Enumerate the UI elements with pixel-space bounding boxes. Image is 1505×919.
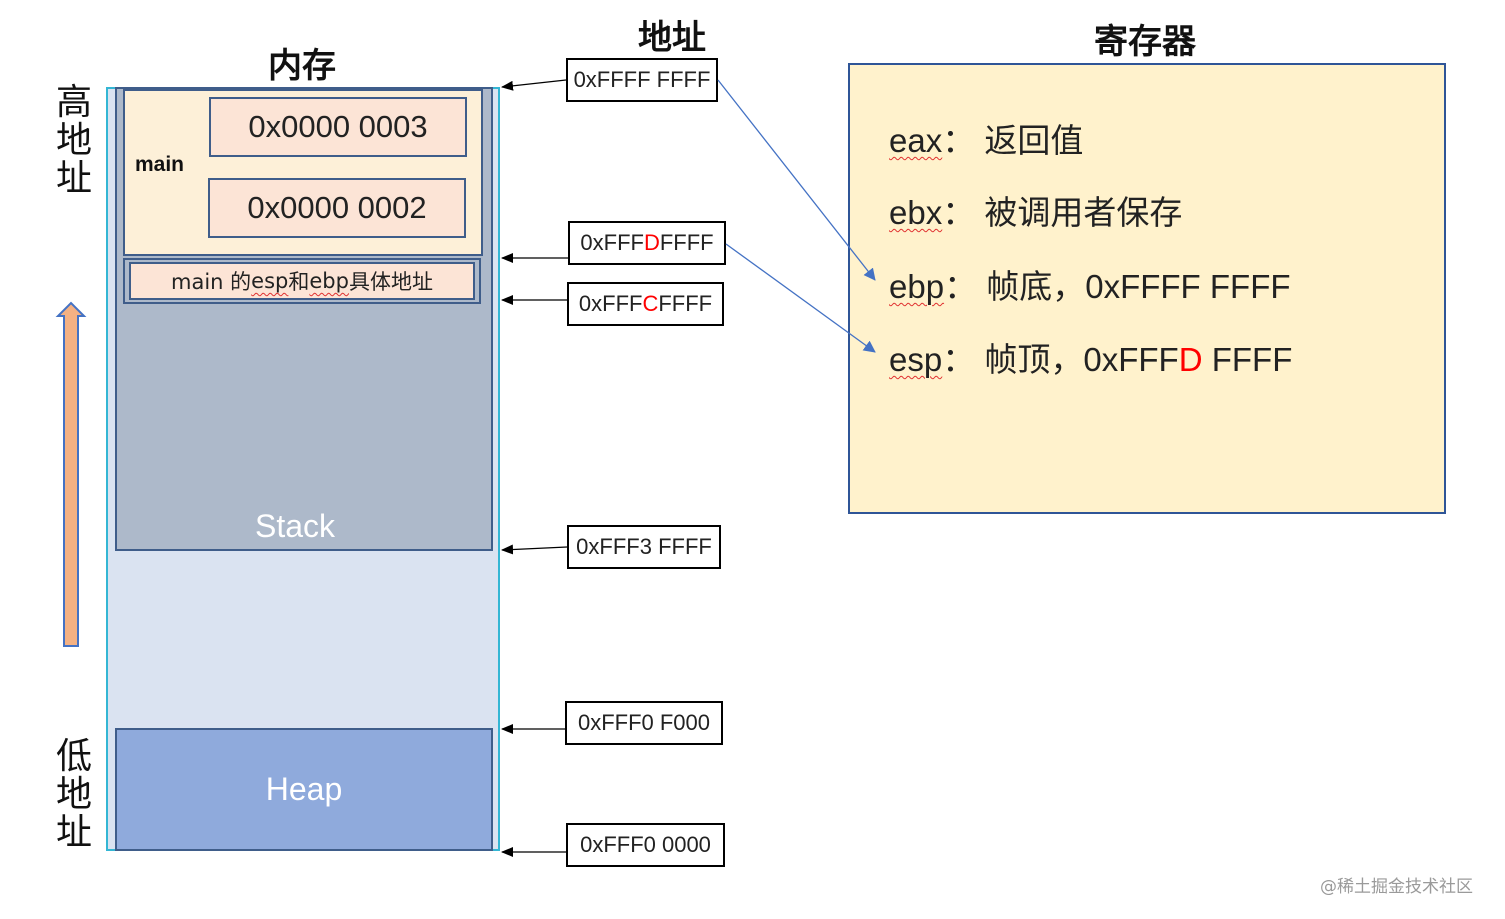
registers-panel [848, 63, 1446, 514]
address-text: 0xFFF0 0000 [580, 832, 711, 857]
register-row-eax: eax： 返回值 [889, 114, 1083, 162]
address-text-suffix: FFFF [658, 291, 713, 316]
address-text: 0xFFFF FFFF [573, 67, 711, 92]
register-desc: 帧顶，0xFFF [984, 341, 1179, 378]
address-highlight: C [642, 291, 659, 316]
address-box: 0xFFF3 FFFF [567, 525, 721, 569]
address-pointer-arrow [501, 544, 568, 555]
esp-connector-arrow [725, 243, 876, 353]
address-text: 0xFFF [578, 291, 643, 316]
heap-region: Heap [115, 728, 493, 851]
register-separator: ： [942, 341, 985, 378]
ebp-connector-arrow [717, 79, 876, 281]
esp-ebp-address-box: main 的 esp 和 ebp 具体地址 [129, 262, 475, 300]
heap-label: Heap [265, 771, 343, 807]
esp-ebp-text-prefix: main 的 [171, 270, 252, 294]
register-desc: 帧底，0xFFFF FFFF [986, 268, 1291, 305]
stack-value-box: 0x0000 0002 [208, 178, 466, 238]
register-separator: ： [944, 268, 987, 305]
address-text: 0xFFF0 F000 [577, 710, 711, 735]
register-name: ebp [889, 268, 945, 305]
register-desc-suffix: FFFF [1202, 341, 1293, 378]
address-text-suffix: FFFF [659, 230, 714, 255]
register-separator: ： [942, 122, 985, 159]
register-desc: 被调用者保存 [984, 194, 1183, 231]
registers-title: 寄存器 [1094, 22, 1196, 62]
esp-ebp-text-ebp: ebp [309, 269, 349, 293]
register-row-ebx: ebx： 被调用者保存 [889, 186, 1182, 234]
esp-ebp-text-suffix: 具体地址 [348, 270, 433, 294]
register-highlight: D [1178, 341, 1203, 378]
watermark: @稀土掘金技术社区 [1320, 877, 1473, 897]
esp-ebp-text-mid: 和 [288, 270, 310, 294]
register-row-esp: esp： 帧顶，0xFFFD FFFF [889, 333, 1292, 381]
register-row-ebp: ebp： 帧底，0xFFFF FFFF [889, 260, 1291, 308]
address-text: 0xFFF [580, 230, 644, 255]
memory-title: 内存 [268, 46, 336, 86]
high-address-label: 高地址 [55, 82, 92, 199]
address-title: 地址 [638, 18, 706, 58]
stack-growth-arrow-icon [55, 301, 87, 647]
esp-ebp-text-esp: esp [251, 269, 289, 293]
register-name: esp [889, 341, 943, 378]
register-separator: ： [942, 194, 985, 231]
register-name: eax [889, 122, 943, 159]
address-text: 0xFFF3 FFFF [576, 534, 712, 559]
address-pointer-arrow [501, 79, 567, 91]
esp-ebp-frame [123, 258, 481, 304]
main-frame-label: main [135, 153, 185, 176]
address-box: 0xFFF0 F000 [565, 701, 723, 745]
address-box: 0xFFF0 0000 [566, 823, 725, 867]
register-desc: 返回值 [984, 122, 1084, 159]
stack-value-box: 0x0000 0003 [209, 97, 467, 157]
low-address-label: 低地址 [55, 736, 92, 853]
address-box: 0xFFFF FFFF [566, 58, 718, 102]
register-name: ebx [889, 194, 943, 231]
stack-label: Stack [254, 508, 336, 544]
address-highlight: D [643, 230, 660, 255]
